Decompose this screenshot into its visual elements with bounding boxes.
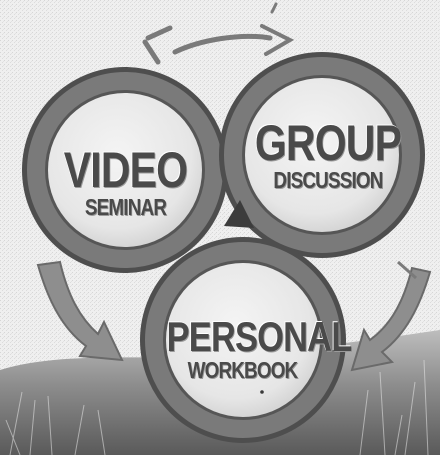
center-triangle — [224, 200, 254, 228]
video-seminar-label: VIDEO SEMINAR — [54, 145, 198, 219]
grass-blades — [5, 359, 429, 455]
left-arrow — [36, 260, 124, 362]
top-arrow — [142, 2, 295, 65]
video-seminar-circle — [22, 67, 228, 273]
group-discussion-label: GROUP DISCUSSION — [250, 118, 406, 192]
personal-title: PERSONAL — [166, 313, 353, 360]
right-arrow — [350, 260, 432, 372]
video-subtitle: SEMINAR — [84, 194, 167, 220]
group-discussion-circle — [219, 52, 425, 258]
video-title: VIDEO — [63, 142, 188, 198]
personal-subtitle: WORKBOOK — [187, 357, 299, 383]
group-title: GROUP — [254, 115, 402, 171]
personal-workbook-label: PERSONAL WORKBOOK — [166, 313, 353, 383]
group-subtitle: DISCUSSION — [273, 167, 383, 193]
speck — [260, 390, 264, 394]
personal-workbook-circle — [140, 237, 346, 443]
